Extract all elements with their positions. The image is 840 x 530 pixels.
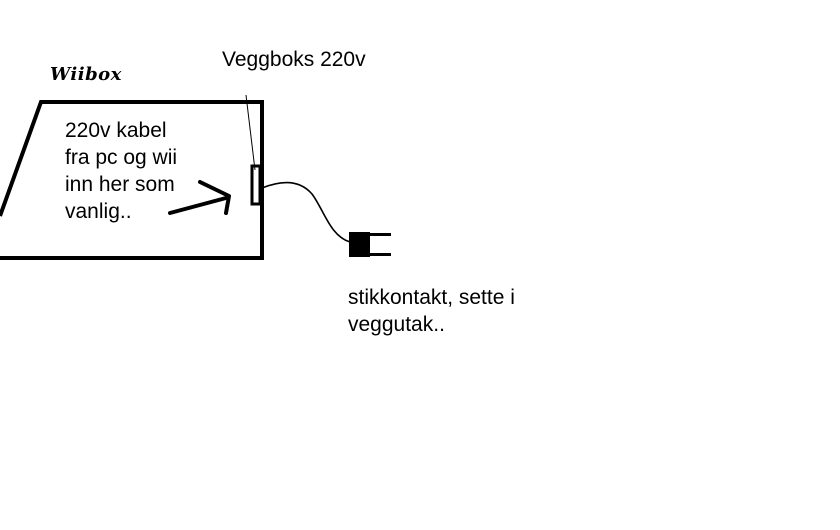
box-note-line: vanlig.. (65, 200, 132, 223)
plug-icon (349, 232, 391, 257)
power-cable (261, 181, 351, 243)
box-note-line: fra pc og wii (65, 146, 178, 169)
box-note-line: 220v kabel (65, 119, 167, 142)
plug-note: stikkontakt, sette i veggutak.. (348, 284, 515, 338)
box-note-line: inn her som (65, 173, 175, 196)
wallbox-leader-line (245, 94, 256, 171)
wallbox-label: Veggboks 220v (222, 48, 366, 71)
wiibox-outline (0, 100, 264, 260)
wall-socket (250, 164, 262, 206)
plug-note-line: stikkontakt, sette i (348, 286, 515, 309)
box-note: 220v kabel fra pc og wii inn her som van… (65, 117, 177, 225)
diagram-title: Wiibox (50, 64, 122, 85)
arrow-icon (168, 180, 231, 215)
plug-note-line: veggutak.. (348, 313, 445, 336)
